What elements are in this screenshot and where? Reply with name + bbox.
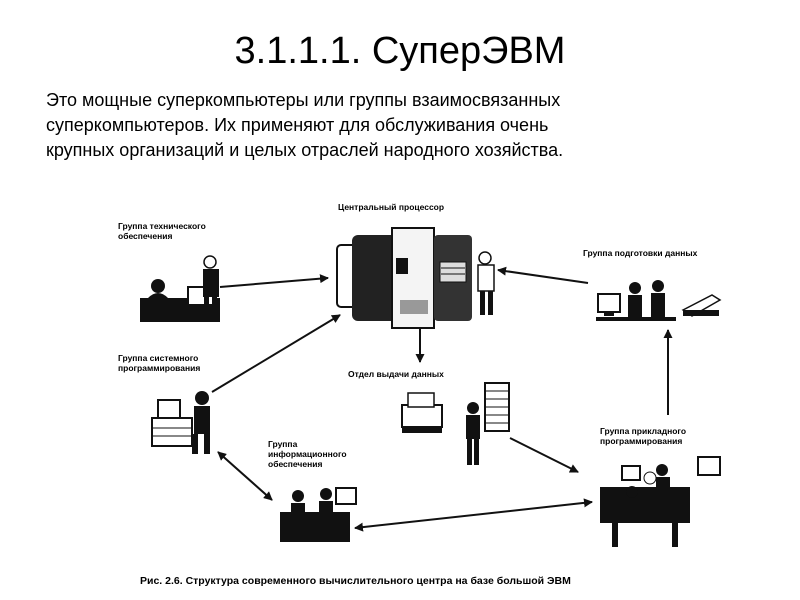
computing-center-diagram: Центральный процессор Группа техническог… (100, 190, 740, 595)
application-programming-label-line: программирования (600, 436, 683, 446)
data-output-department-icon (401, 382, 510, 465)
arrow-prep-to-cpu (497, 266, 589, 284)
system-programming-label: Группа системного программирования (118, 353, 200, 373)
system-programming-group-icon (151, 391, 210, 454)
system-programming-label-line: программирования (118, 363, 201, 373)
mainframe-icon (336, 227, 495, 329)
diagram-canvas (140, 227, 722, 547)
data-preparation-group-icon (596, 280, 722, 321)
information-support-group-icon (280, 487, 357, 542)
technical-support-group-icon (140, 255, 220, 322)
technical-support-label-line: Группа технического (118, 221, 206, 231)
information-support-label-line: Группа (268, 439, 298, 449)
figure-caption: Рис. 2.6. Структура современного вычисли… (140, 575, 571, 587)
information-support-label: Группа информационного обеспечения (268, 439, 347, 469)
slide-title: 3.1.1.1. СуперЭВМ (234, 30, 566, 72)
technical-support-label-line: обеспечения (118, 231, 173, 241)
application-programming-label: Группа прикладного программирования (600, 426, 686, 446)
data-preparation-label: Группа подготовки данных (583, 248, 698, 258)
arrow-sys-to-info (217, 451, 273, 501)
body-line: крупных организаций и целых отраслей нар… (46, 140, 564, 160)
arrow-sys-to-cpu (211, 314, 341, 393)
data-output-label: Отдел выдачи данных (348, 369, 444, 379)
arrow-info-to-app (354, 498, 593, 532)
application-programming-group-icon (600, 456, 721, 547)
arrow-tech-to-cpu (219, 274, 329, 288)
technical-support-label: Группа технического обеспечения (118, 221, 206, 241)
body-line: Это мощные суперкомпьютеры или группы вз… (46, 90, 561, 110)
slide-body: Это мощные суперкомпьютеры или группы вз… (46, 88, 746, 163)
arrow-output-to-app (509, 437, 579, 473)
cpu-label: Центральный процессор (338, 202, 445, 212)
application-programming-label-line: Группа прикладного (600, 426, 687, 436)
body-line: суперкомпьютеров. Их применяют для обслу… (46, 115, 549, 135)
system-programming-label-line: Группа системного (118, 353, 199, 363)
information-support-label-line: информационного (268, 449, 347, 459)
information-support-label-line: обеспечения (268, 459, 323, 469)
